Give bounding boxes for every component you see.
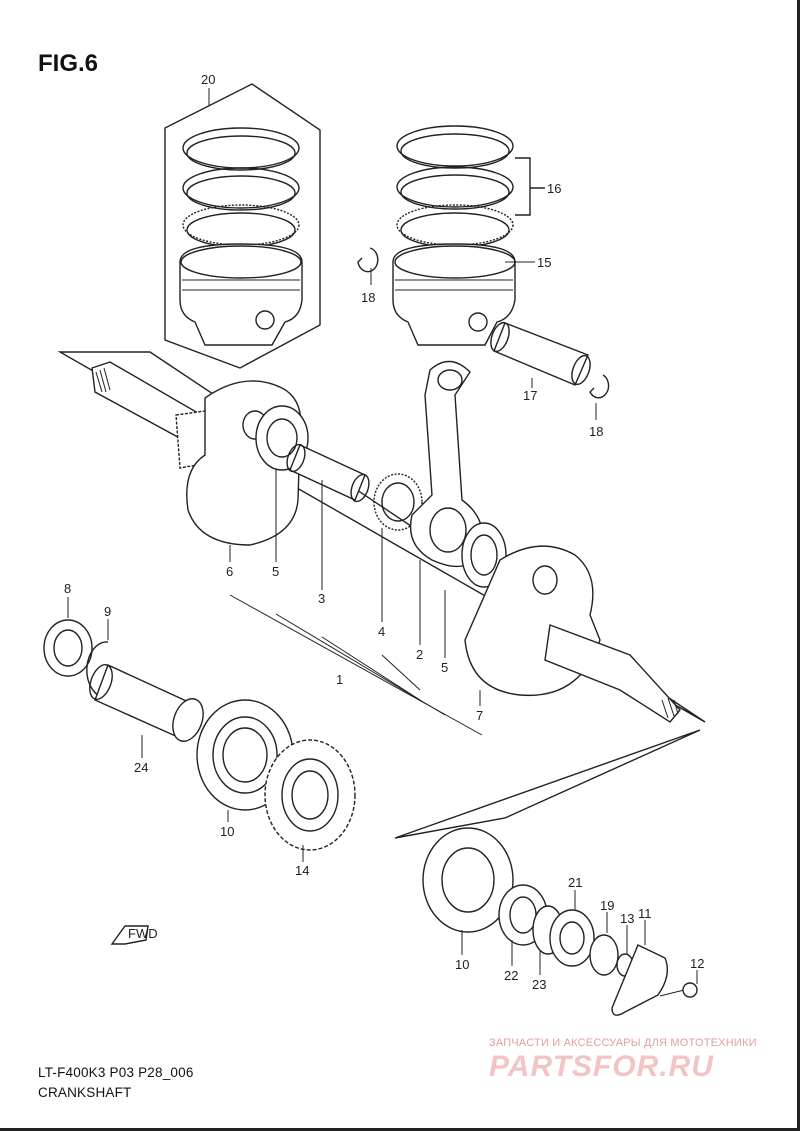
crank-pin — [286, 443, 370, 503]
callout-5a: 5 — [272, 564, 279, 579]
thrust-washer-left — [255, 405, 309, 471]
callout-3: 3 — [318, 591, 325, 606]
callout-22: 22 — [504, 968, 518, 983]
needle-bearing — [373, 473, 423, 531]
fwd-arrow-icon: FWD — [110, 925, 158, 945]
watermark-logo: PARTSFOR.RU — [489, 1050, 714, 1083]
callout-9: 9 — [104, 604, 111, 619]
callout-19: 19 — [600, 898, 614, 913]
retainer-plate-11 — [611, 944, 668, 1016]
callout-21: 21 — [568, 875, 582, 890]
callout-18b: 18 — [589, 424, 603, 439]
callout-14: 14 — [295, 863, 309, 878]
callout-24: 24 — [134, 760, 148, 775]
callout-2: 2 — [416, 647, 423, 662]
piston-assembly-left — [164, 83, 321, 369]
callout-12: 12 — [690, 956, 704, 971]
fwd-label: FWD — [128, 926, 158, 941]
ring-19 — [589, 934, 619, 976]
model-code: LT-F400K3 P03 P28_006 — [38, 1065, 194, 1080]
bearing-8 — [43, 619, 93, 677]
figure-title: FIG.6 — [38, 50, 99, 77]
callout-23: 23 — [532, 977, 546, 992]
crankshaft-right — [464, 545, 681, 723]
callout-10a: 10 — [220, 824, 234, 839]
piston-pin — [490, 321, 591, 386]
callout-5b: 5 — [441, 660, 448, 675]
callout-1: 1 — [336, 672, 343, 687]
watermark-tagline: ЗАПЧАСТИ И АКСЕССУАРЫ ДЛЯ МОТОТЕХНИКИ — [489, 1037, 757, 1049]
section-name: CRANKSHAFT — [38, 1085, 132, 1100]
oil-seal-21 — [549, 909, 595, 967]
callout-8: 8 — [64, 581, 71, 596]
gear-14 — [264, 739, 356, 851]
callout-4: 4 — [378, 624, 385, 639]
callout-7: 7 — [476, 708, 483, 723]
spacer-24 — [89, 664, 204, 742]
leader-lines — [67, 88, 698, 984]
callout-15: 15 — [537, 255, 551, 270]
circlip-right — [589, 374, 610, 399]
piston-assembly-right — [392, 125, 545, 346]
callout-17: 17 — [523, 388, 537, 403]
bearing-10-lower — [422, 827, 514, 933]
callout-18a: 18 — [361, 290, 375, 305]
callout-11: 11 — [638, 906, 652, 921]
callout-6: 6 — [226, 564, 233, 579]
callout-labels: 20 16 15 18 17 18 6 5 3 4 2 5 1 7 8 9 24… — [64, 72, 704, 992]
callout-10b: 10 — [455, 957, 469, 972]
circlip-left — [357, 247, 379, 273]
callout-13: 13 — [620, 911, 634, 926]
screw-12 — [659, 982, 698, 998]
callout-16: 16 — [547, 181, 561, 196]
callout-20: 20 — [201, 72, 215, 87]
